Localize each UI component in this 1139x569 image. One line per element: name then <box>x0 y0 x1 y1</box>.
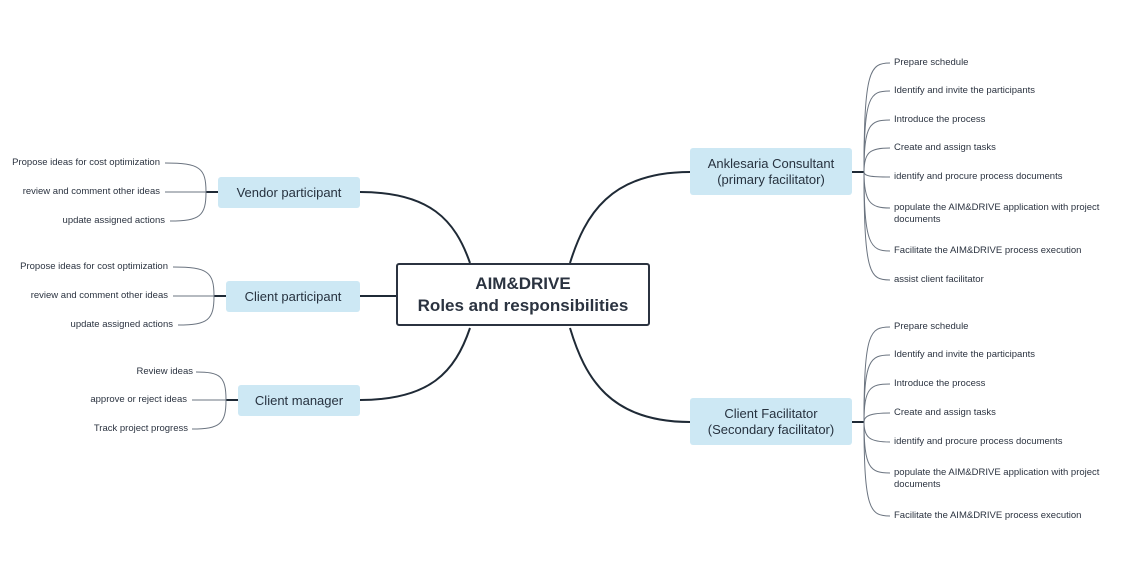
leaf-item[interactable]: Review ideas <box>136 366 194 377</box>
topic-label-line1: Anklesaria Consultant <box>707 155 835 171</box>
topic-client-participant[interactable]: Client participant <box>226 281 360 312</box>
leaf-item[interactable]: populate the AIM&DRIVE application with … <box>894 467 1100 490</box>
central-title: AIM&DRIVE <box>475 273 571 293</box>
branch-client-facilitator <box>569 327 691 423</box>
leaf-item[interactable]: update assigned actions <box>62 215 165 226</box>
leaf-item[interactable]: update assigned actions <box>70 319 173 330</box>
leaf-item[interactable]: Facilitate the AIM&DRIVE process executi… <box>894 510 1082 521</box>
topic-vendor-participant[interactable]: Vendor participant <box>218 177 360 208</box>
topic-client-facilitator[interactable]: Client Facilitator (Secondary facilitato… <box>690 398 852 445</box>
topic-anklesaria-consultant[interactable]: Anklesaria Consultant (primary facilitat… <box>690 148 852 195</box>
leaf-item[interactable]: Introduce the process <box>894 114 986 125</box>
leaf-item[interactable]: review and comment other ideas <box>22 186 160 197</box>
leaf-item[interactable]: approve or reject ideas <box>90 394 187 405</box>
topic-label: Client manager <box>254 392 344 408</box>
leaf-item[interactable]: review and comment other ideas <box>30 290 168 301</box>
central-topic[interactable]: AIM&DRIVE Roles and responsibilities <box>396 263 650 326</box>
leaf-item[interactable]: identify and procure process documents <box>894 436 1063 447</box>
leaf-item[interactable]: assist client facilitator <box>894 274 984 285</box>
leaf-item[interactable]: Identify and invite the participants <box>894 85 1036 96</box>
leaf-item[interactable]: Prepare schedule <box>894 321 969 332</box>
topic-label: Client participant <box>244 288 342 304</box>
topic-label-line1: Client Facilitator <box>724 405 818 421</box>
branch-vendor <box>359 191 471 264</box>
topic-client-manager[interactable]: Client manager <box>238 385 360 416</box>
topic-label: Vendor participant <box>236 184 342 200</box>
leaf-item[interactable]: Identify and invite the participants <box>894 349 1036 360</box>
topic-label-line2: (primary facilitator) <box>717 171 825 187</box>
leaf-item[interactable]: Propose ideas for cost optimization <box>12 157 160 168</box>
leaf-item[interactable]: Facilitate the AIM&DRIVE process executi… <box>894 245 1082 256</box>
leaf-item[interactable]: Track project progress <box>93 423 188 434</box>
branch-client-manager <box>359 327 471 401</box>
branch-anklesaria <box>569 171 691 264</box>
leaf-item[interactable]: identify and procure process documents <box>894 171 1063 182</box>
leaf-item[interactable]: Introduce the process <box>894 378 986 389</box>
central-subtitle: Roles and responsibilities <box>417 295 629 315</box>
leaf-item[interactable]: Prepare schedule <box>894 57 969 68</box>
topic-label-line2: (Secondary facilitator) <box>707 421 835 437</box>
leaf-item[interactable]: Propose ideas for cost optimization <box>20 261 168 272</box>
leaf-item[interactable]: Create and assign tasks <box>894 407 996 418</box>
leaf-item[interactable]: populate the AIM&DRIVE application with … <box>894 202 1100 225</box>
leaf-item[interactable]: Create and assign tasks <box>894 142 996 153</box>
